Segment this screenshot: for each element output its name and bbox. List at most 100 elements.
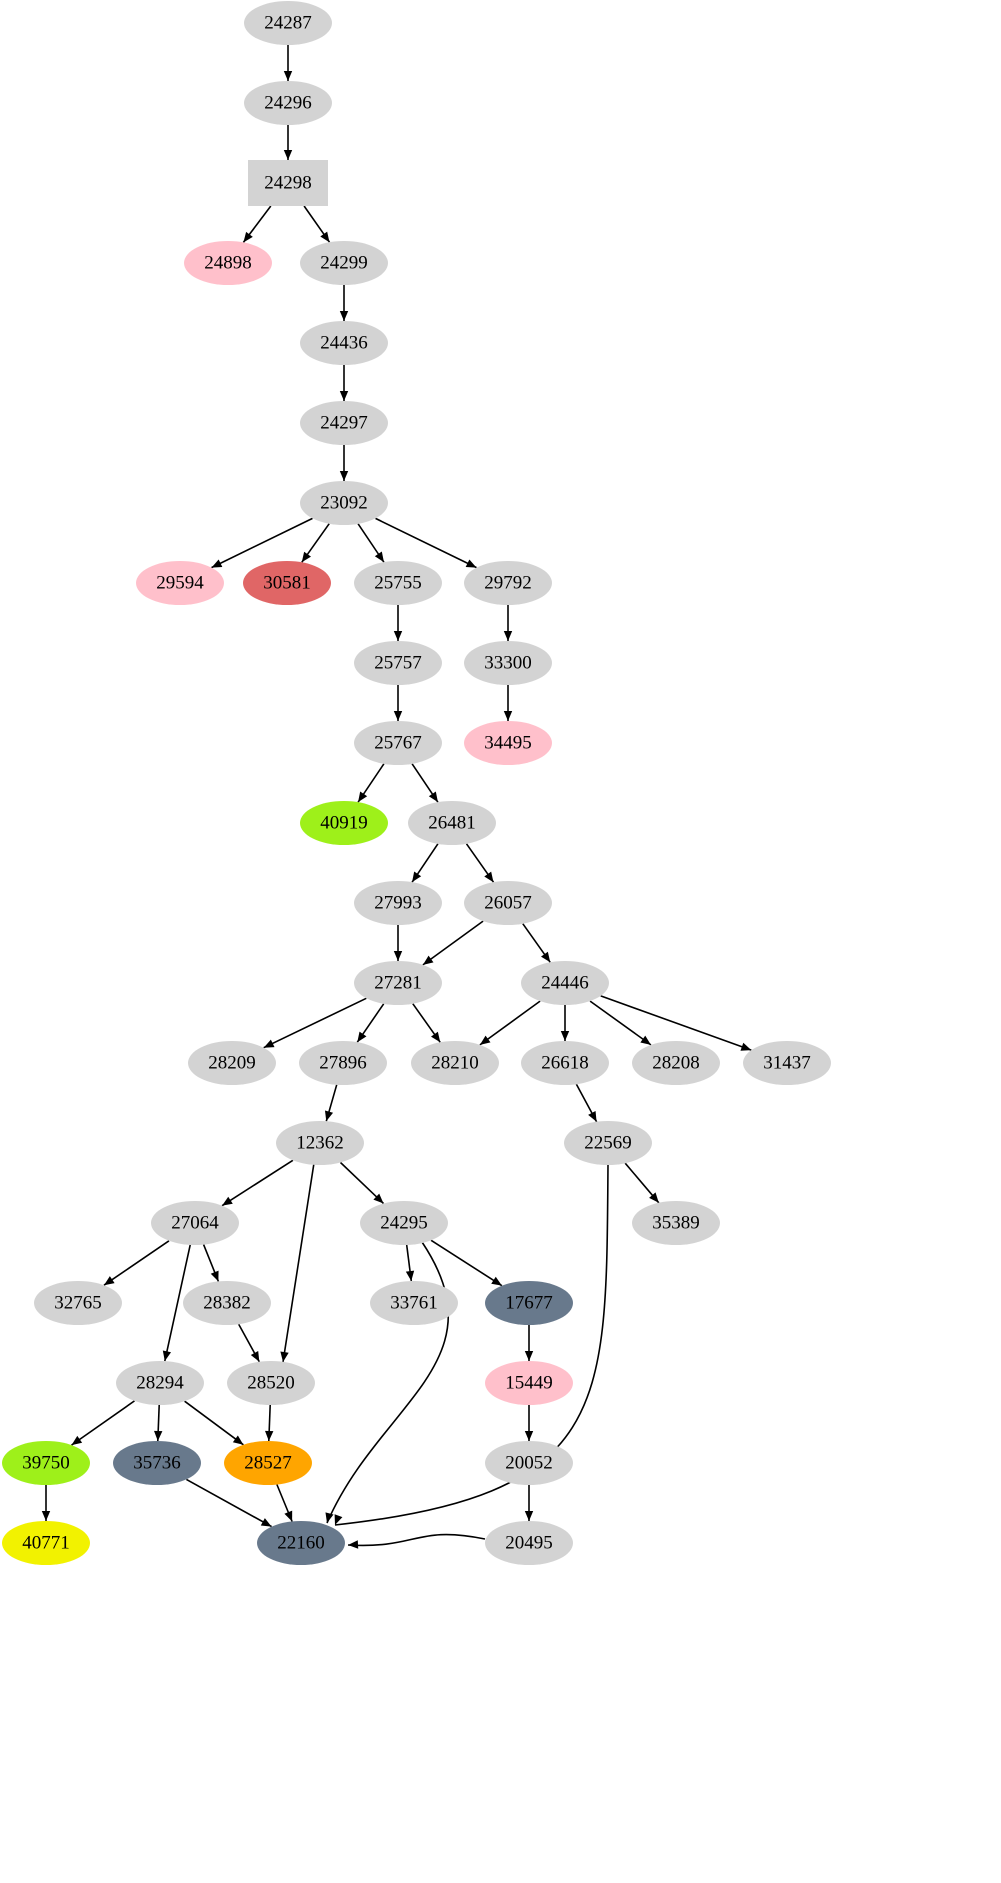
graph-node-39750[interactable]: 39750 — [2, 1441, 90, 1485]
graph-node-31437[interactable]: 31437 — [743, 1041, 831, 1085]
graph-node-27896[interactable]: 27896 — [299, 1041, 387, 1085]
graph-node-28520[interactable]: 28520 — [227, 1361, 315, 1405]
graph-node-22160[interactable]: 22160 — [257, 1521, 345, 1565]
node-ellipse[interactable] — [632, 1201, 720, 1245]
graph-node-20495[interactable]: 20495 — [485, 1521, 573, 1565]
graph-node-24446[interactable]: 24446 — [521, 961, 609, 1005]
node-ellipse[interactable] — [360, 1201, 448, 1245]
node-ellipse[interactable] — [300, 401, 388, 445]
graph-node-27993[interactable]: 27993 — [354, 881, 442, 925]
graph-node-12362[interactable]: 12362 — [276, 1121, 364, 1165]
graph-node-28210[interactable]: 28210 — [411, 1041, 499, 1085]
node-ellipse[interactable] — [354, 641, 442, 685]
node-ellipse[interactable] — [632, 1041, 720, 1085]
graph-node-29594[interactable]: 29594 — [136, 561, 224, 605]
node-ellipse[interactable] — [227, 1361, 315, 1405]
node-ellipse[interactable] — [464, 721, 552, 765]
graph-edge — [276, 1484, 293, 1522]
node-ellipse[interactable] — [136, 561, 224, 605]
node-ellipse[interactable] — [485, 1281, 573, 1325]
node-ellipse[interactable] — [244, 1, 332, 45]
graph-node-28382[interactable]: 28382 — [183, 1281, 271, 1325]
node-ellipse[interactable] — [411, 1041, 499, 1085]
node-ellipse[interactable] — [354, 561, 442, 605]
node-ellipse[interactable] — [151, 1201, 239, 1245]
graph-node-34495[interactable]: 34495 — [464, 721, 552, 765]
node-ellipse[interactable] — [224, 1441, 312, 1485]
graph-node-25767[interactable]: 25767 — [354, 721, 442, 765]
graph-node-24436[interactable]: 24436 — [300, 321, 388, 365]
node-ellipse[interactable] — [116, 1361, 204, 1405]
node-ellipse[interactable] — [354, 721, 442, 765]
node-ellipse[interactable] — [300, 241, 388, 285]
node-ellipse[interactable] — [743, 1041, 831, 1085]
graph-edge — [184, 1400, 244, 1446]
edge-line — [479, 1000, 541, 1046]
graph-node-24297[interactable]: 24297 — [300, 401, 388, 445]
node-ellipse[interactable] — [244, 81, 332, 125]
graph-node-27281[interactable]: 27281 — [354, 961, 442, 1005]
graph-node-40919[interactable]: 40919 — [300, 801, 388, 845]
graph-node-35389[interactable]: 35389 — [632, 1201, 720, 1245]
graph-node-24299[interactable]: 24299 — [300, 241, 388, 285]
graph-node-24287[interactable]: 24287 — [244, 1, 332, 45]
graph-node-27064[interactable]: 27064 — [151, 1201, 239, 1245]
node-ellipse[interactable] — [521, 961, 609, 1005]
node-ellipse[interactable] — [354, 961, 442, 1005]
graph-edge — [162, 1244, 191, 1362]
graph-node-40771[interactable]: 40771 — [2, 1521, 90, 1565]
node-ellipse[interactable] — [464, 881, 552, 925]
edge-arrowhead — [541, 951, 551, 963]
graph-node-25757[interactable]: 25757 — [354, 641, 442, 685]
node-ellipse[interactable] — [113, 1441, 201, 1485]
node-ellipse[interactable] — [2, 1521, 90, 1565]
node-ellipse[interactable] — [184, 241, 272, 285]
graph-node-26057[interactable]: 26057 — [464, 881, 552, 925]
graph-node-29792[interactable]: 29792 — [464, 561, 552, 605]
graph-node-22569[interactable]: 22569 — [564, 1121, 652, 1165]
node-ellipse[interactable] — [464, 561, 552, 605]
graph-node-33300[interactable]: 33300 — [464, 641, 552, 685]
graph-node-17677[interactable]: 17677 — [485, 1281, 573, 1325]
graph-node-25755[interactable]: 25755 — [354, 561, 442, 605]
graph-node-24298[interactable]: 24298 — [248, 160, 328, 206]
node-ellipse[interactable] — [485, 1521, 573, 1565]
node-box[interactable] — [248, 160, 328, 206]
graph-node-28294[interactable]: 28294 — [116, 1361, 204, 1405]
graph-node-26618[interactable]: 26618 — [521, 1041, 609, 1085]
node-ellipse[interactable] — [2, 1441, 90, 1485]
node-ellipse[interactable] — [300, 801, 388, 845]
node-ellipse[interactable] — [34, 1281, 122, 1325]
graph-node-35736[interactable]: 35736 — [113, 1441, 201, 1485]
node-ellipse[interactable] — [521, 1041, 609, 1085]
node-ellipse[interactable] — [243, 561, 331, 605]
graph-node-26481[interactable]: 26481 — [408, 801, 496, 845]
graph-node-20052[interactable]: 20052 — [485, 1441, 573, 1485]
graph-node-33761[interactable]: 33761 — [370, 1281, 458, 1325]
node-ellipse[interactable] — [300, 481, 388, 525]
graph-node-24295[interactable]: 24295 — [360, 1201, 448, 1245]
node-ellipse[interactable] — [276, 1121, 364, 1165]
graph-node-23092[interactable]: 23092 — [300, 481, 388, 525]
graph-edge — [186, 1478, 272, 1528]
node-ellipse[interactable] — [300, 321, 388, 365]
graph-node-28209[interactable]: 28209 — [188, 1041, 276, 1085]
node-ellipse[interactable] — [354, 881, 442, 925]
node-ellipse[interactable] — [485, 1441, 573, 1485]
node-ellipse[interactable] — [464, 641, 552, 685]
node-ellipse[interactable] — [370, 1281, 458, 1325]
node-ellipse[interactable] — [183, 1281, 271, 1325]
graph-node-24898[interactable]: 24898 — [184, 241, 272, 285]
node-ellipse[interactable] — [408, 801, 496, 845]
node-ellipse[interactable] — [485, 1361, 573, 1405]
graph-node-30581[interactable]: 30581 — [243, 561, 331, 605]
graph-node-28208[interactable]: 28208 — [632, 1041, 720, 1085]
graph-node-15449[interactable]: 15449 — [485, 1361, 573, 1405]
node-ellipse[interactable] — [188, 1041, 276, 1085]
graph-node-24296[interactable]: 24296 — [244, 81, 332, 125]
graph-node-32765[interactable]: 32765 — [34, 1281, 122, 1325]
node-ellipse[interactable] — [257, 1521, 345, 1565]
node-ellipse[interactable] — [299, 1041, 387, 1085]
node-ellipse[interactable] — [564, 1121, 652, 1165]
graph-node-28527[interactable]: 28527 — [224, 1441, 312, 1485]
